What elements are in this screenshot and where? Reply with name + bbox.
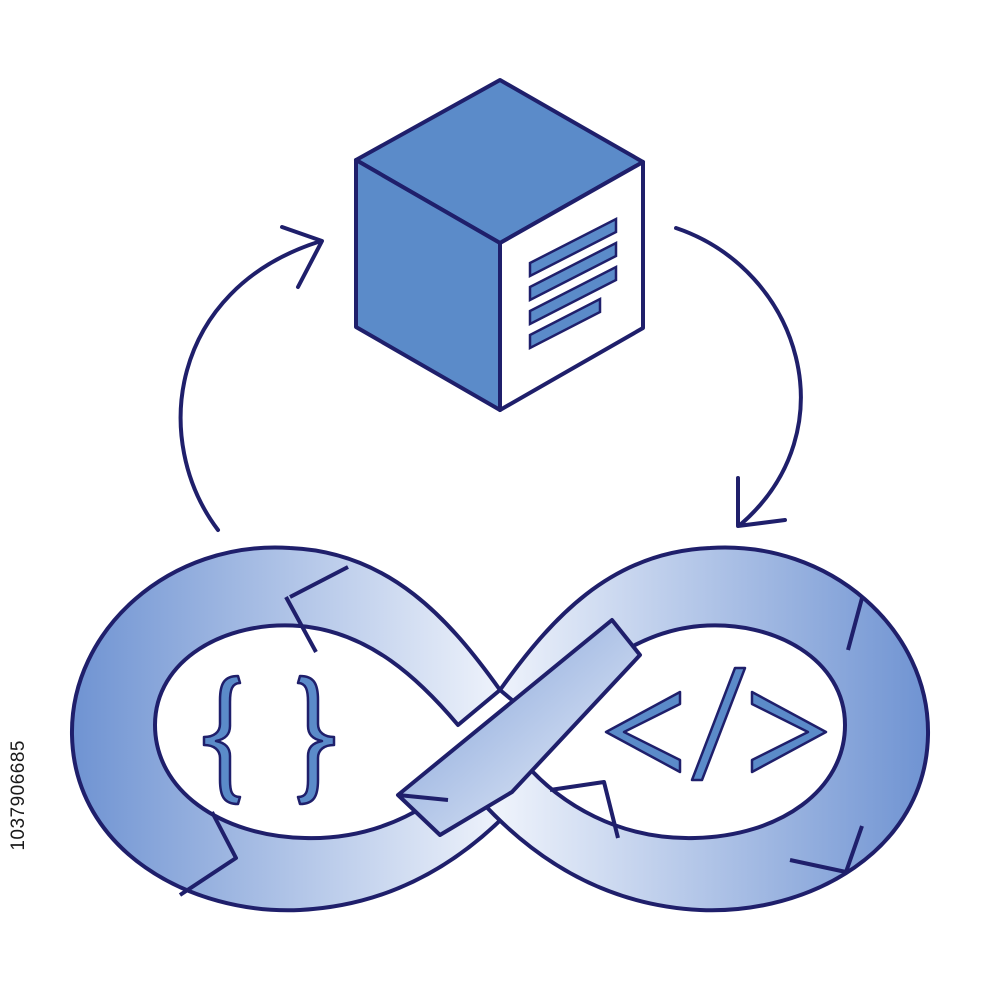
stock-id-label: 1037906685 [8, 740, 29, 851]
curved-arrow-down-icon [674, 226, 803, 528]
document-lines-icon [528, 216, 618, 351]
code-tag-icon [604, 666, 828, 782]
curly-braces-icon [202, 674, 336, 806]
curved-arrow-up-icon [178, 225, 324, 532]
package-cube-icon [354, 78, 645, 412]
infinity-loop-icon [69, 545, 931, 913]
